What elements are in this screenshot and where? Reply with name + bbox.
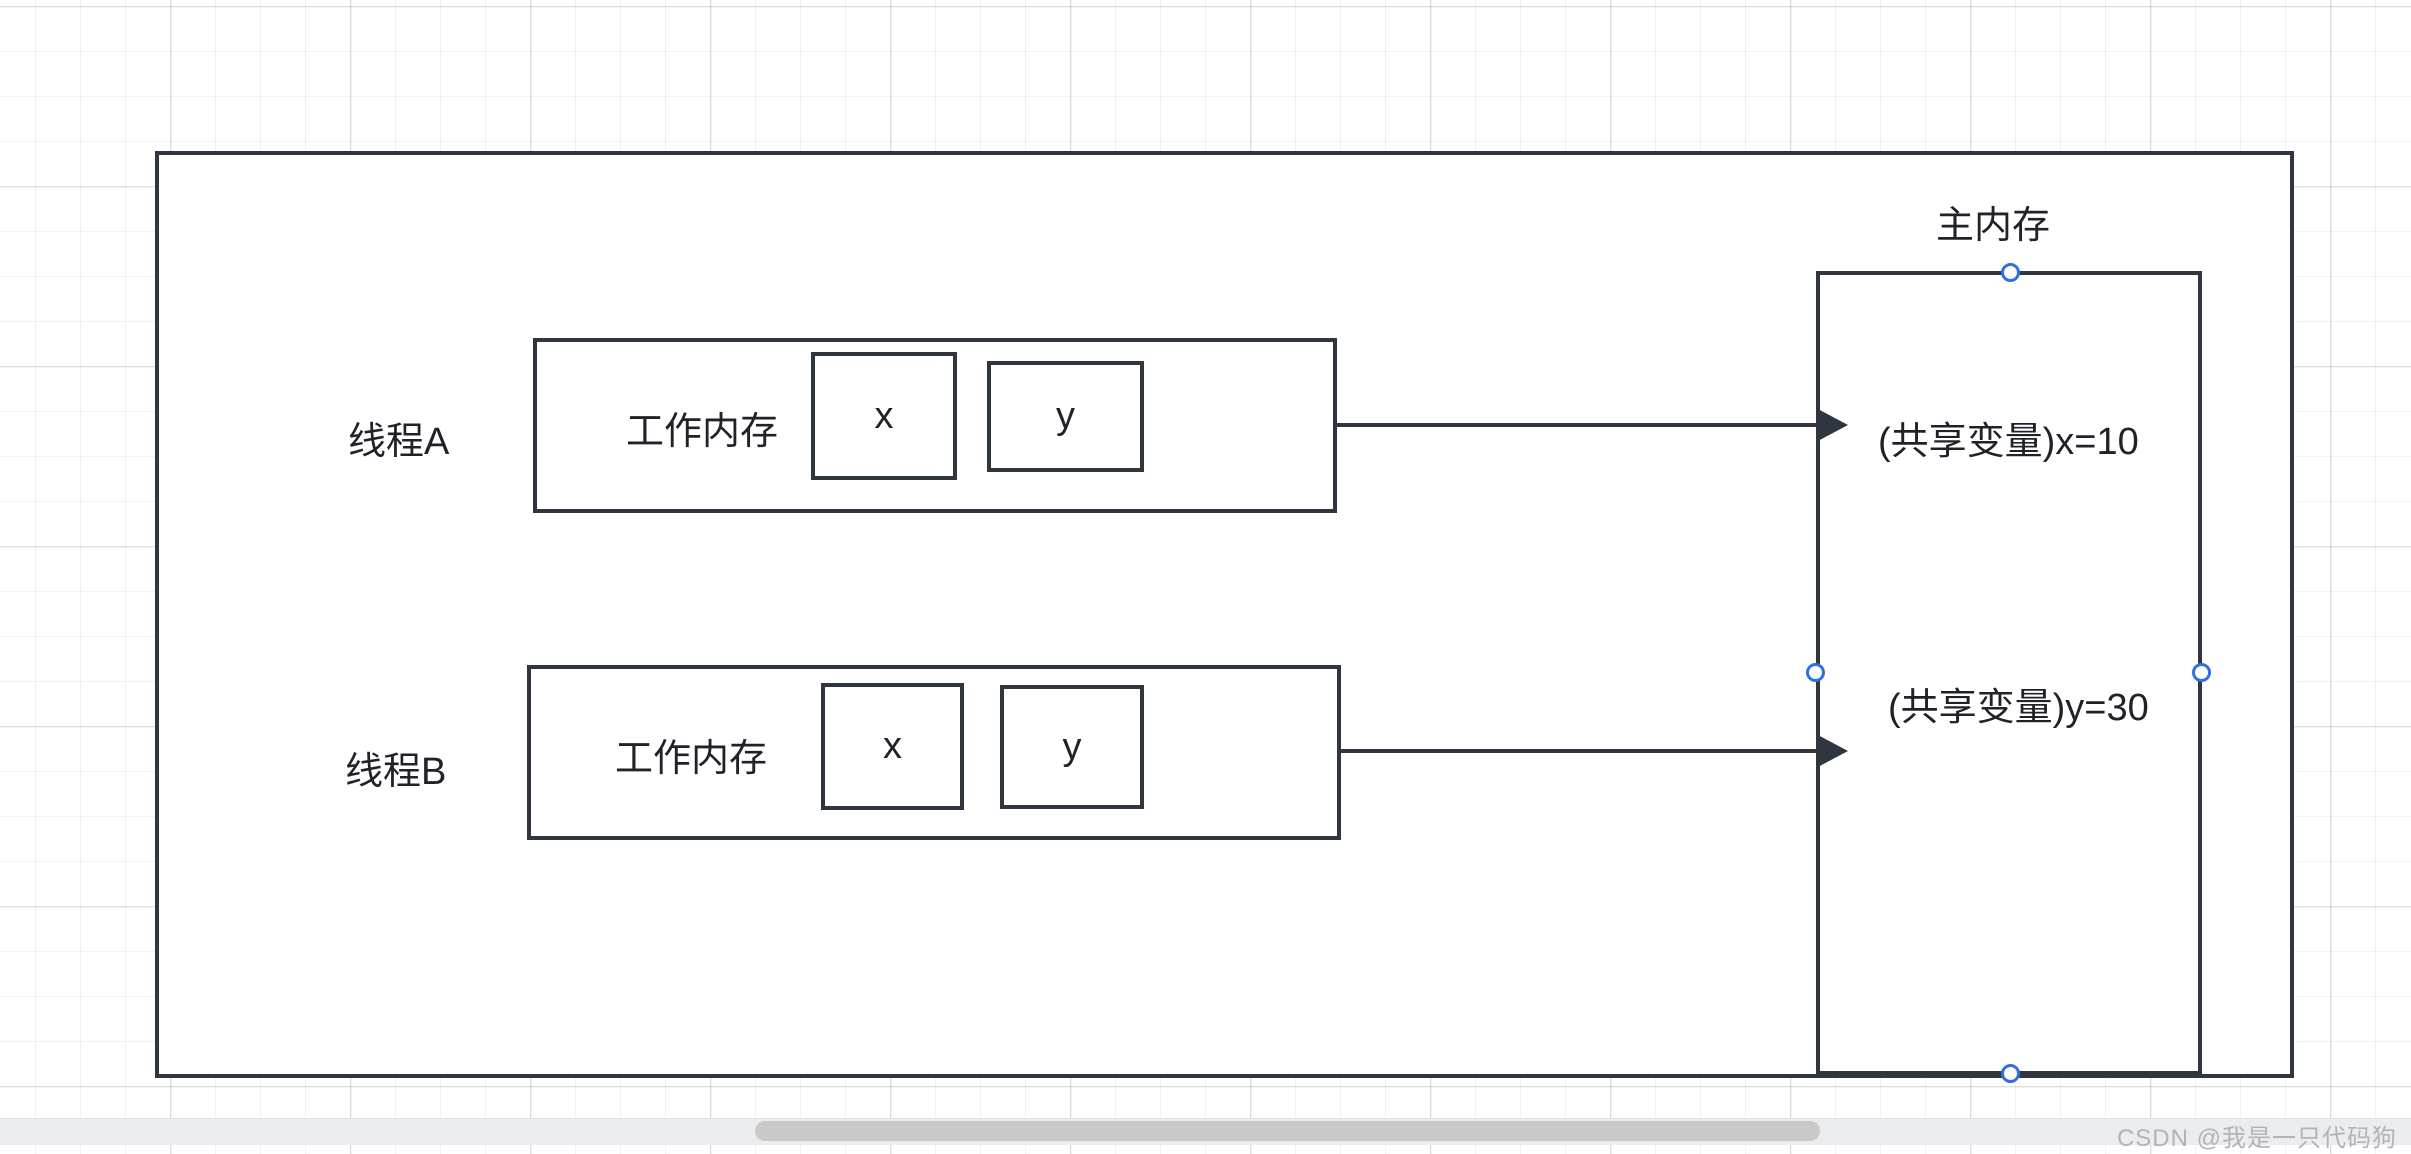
arrow-head-icon [1816, 734, 1848, 768]
resize-handle-top-icon[interactable] [2001, 263, 2020, 282]
thread-b-variable-x-box[interactable]: x [821, 683, 964, 810]
arrow-head-icon [1816, 408, 1848, 442]
main-memory-title: 主内存 [1936, 205, 2051, 247]
shared-variable-y-label: (共享变量)y=30 [1888, 687, 2149, 729]
resize-handle-left-icon[interactable] [1806, 663, 1825, 682]
thread-b-variable-x-text: x [883, 725, 902, 767]
resize-handle-right-icon[interactable] [2192, 663, 2211, 682]
horizontal-scrollbar-thumb[interactable] [755, 1121, 1820, 1141]
thread-b-working-memory-label: 工作内存 [615, 738, 768, 780]
thread-a-label: 线程A [348, 421, 450, 463]
thread-a-variable-x-text: x [874, 394, 894, 437]
connector-thread-a-to-main-memory[interactable] [1337, 423, 1819, 427]
connector-thread-b-to-main-memory[interactable] [1341, 749, 1819, 753]
thread-b-variable-y-text: y [1062, 725, 1082, 768]
thread-a-variable-y-box[interactable]: y [987, 361, 1144, 472]
thread-a-working-memory-label: 工作内存 [626, 411, 779, 453]
main-memory-rect[interactable] [1816, 271, 2202, 1075]
thread-a-variable-y-text: y [1056, 395, 1075, 437]
thread-b-variable-y-box[interactable]: y [1000, 685, 1144, 809]
shared-variable-x-label: (共享变量)x=10 [1878, 421, 2139, 463]
thread-a-variable-x-box[interactable]: x [811, 352, 957, 480]
watermark-text: CSDN @我是一只代码狗 [2116, 1125, 2397, 1152]
resize-handle-bottom-icon[interactable] [2001, 1064, 2020, 1083]
thread-b-label: 线程B [345, 751, 447, 793]
